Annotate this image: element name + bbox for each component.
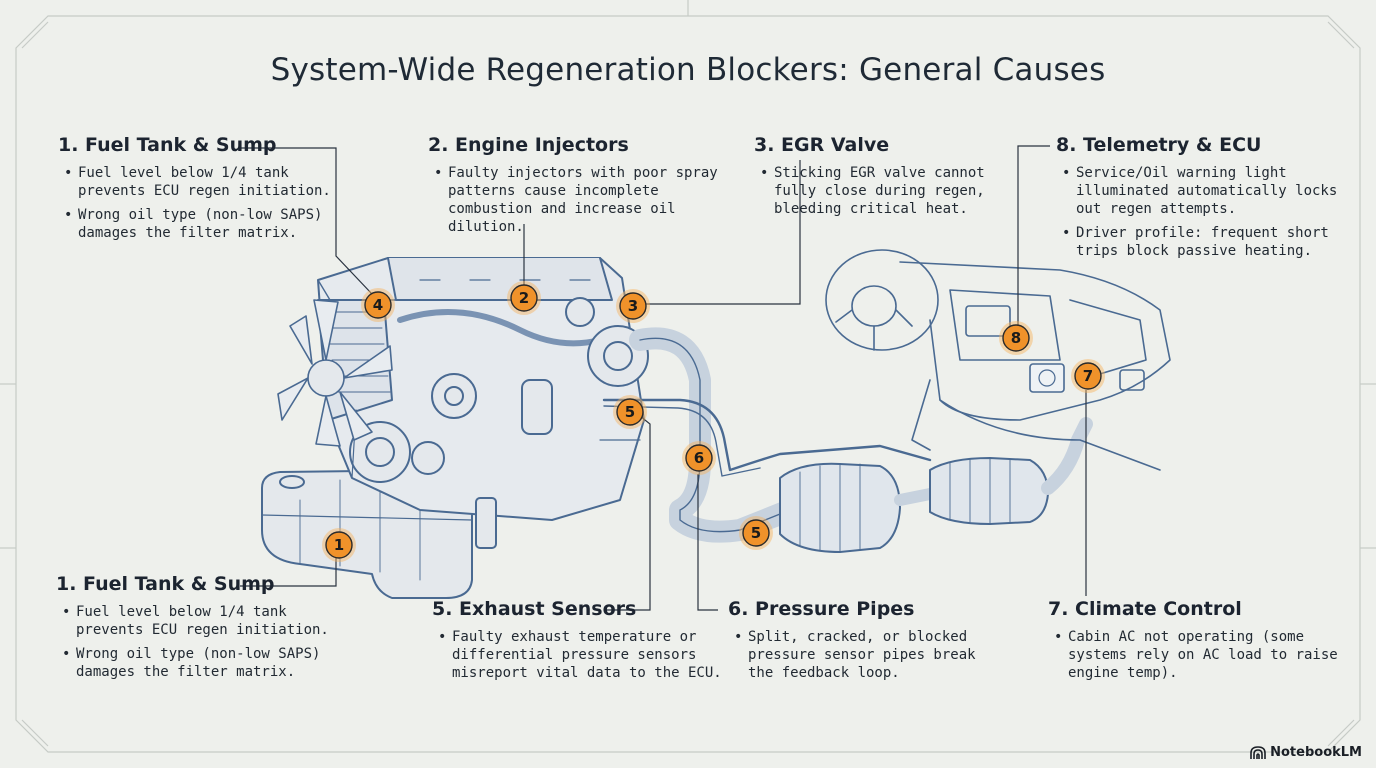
- callout-heading: 6. Pressure Pipes: [728, 598, 915, 620]
- svg-text:4: 4: [373, 296, 383, 314]
- leader-line-8: [1017, 145, 1050, 330]
- brand-name: NotebookLM: [1270, 745, 1362, 760]
- svg-text:3: 3: [628, 297, 638, 315]
- svg-text:7: 7: [1083, 367, 1093, 385]
- cabin-dashboard-drawing: [825, 249, 1171, 471]
- callout-pressure-pipes: 6. Pressure Pipes Split, cracked, or blo…: [728, 598, 1008, 688]
- marker-5-sensor: 5: [613, 395, 647, 429]
- brand-watermark: NotebookLM: [1250, 745, 1362, 760]
- callout-bullet: Cabin AC not operating (some systems rel…: [1048, 628, 1338, 682]
- callout-bullet: Service/Oil warning light illuminated au…: [1056, 164, 1356, 218]
- marker-3: 3: [616, 289, 650, 323]
- marker-6: 6: [682, 441, 716, 475]
- svg-text:6: 6: [694, 449, 704, 467]
- callout-engine-injectors: 2. Engine Injectors Faulty injectors wit…: [428, 134, 748, 242]
- callout-heading: 1. Fuel Tank & Sump: [58, 134, 277, 156]
- svg-text:5: 5: [625, 403, 635, 421]
- marker-7: 7: [1071, 359, 1105, 393]
- callout-bullet: Faulty exhaust temperature or differenti…: [432, 628, 732, 682]
- callout-fuel-tank-sump-top: 1. Fuel Tank & Sump Fuel level below 1/4…: [58, 134, 348, 248]
- callout-bullet: Fuel level below 1/4 tank prevents ECU r…: [56, 603, 346, 639]
- callout-exhaust-sensors: 5. Exhaust Sensors Faulty exhaust temper…: [432, 598, 732, 688]
- callout-bullet: Sticking EGR valve cannot fully close du…: [754, 164, 994, 218]
- callout-telemetry-ecu: 8. Telemetry & ECU Service/Oil warning l…: [1056, 134, 1356, 266]
- callout-heading: 8. Telemetry & ECU: [1056, 134, 1262, 156]
- callout-bullet: Wrong oil type (non-low SAPS) damages th…: [58, 206, 348, 242]
- svg-text:2: 2: [519, 289, 529, 307]
- leader-line-5: [604, 415, 651, 611]
- marker-2: 2: [507, 281, 541, 315]
- callout-bullet: Split, cracked, or blocked pressure sens…: [728, 628, 1008, 682]
- callout-bullet: Faulty injectors with poor spray pattern…: [428, 164, 748, 236]
- marker-8: 8: [999, 321, 1033, 355]
- callout-bullet: Fuel level below 1/4 tank prevents ECU r…: [58, 164, 348, 200]
- callout-heading: 1. Fuel Tank & Sump: [56, 573, 275, 595]
- callout-bullet: Wrong oil type (non-low SAPS) damages th…: [56, 645, 346, 681]
- leader-line-1-bottom: [240, 556, 337, 587]
- callout-bullet: Driver profile: frequent short trips blo…: [1056, 224, 1356, 260]
- marker-5-pipe: 5: [739, 516, 773, 550]
- callout-heading: 5. Exhaust Sensors: [432, 598, 637, 620]
- callout-heading: 3. EGR Valve: [754, 134, 890, 156]
- callout-heading: 7. Climate Control: [1048, 598, 1242, 620]
- marker-1: 1: [322, 528, 356, 562]
- pressure-pipe-drawing: [602, 398, 932, 472]
- callout-egr-valve: 3. EGR Valve Sticking EGR valve cannot f…: [754, 134, 994, 224]
- svg-text:1: 1: [334, 536, 344, 554]
- callout-fuel-tank-sump-bottom: 1. Fuel Tank & Sump Fuel level below 1/4…: [56, 573, 346, 687]
- leader-line-1-top: [238, 147, 373, 295]
- callout-climate-control: 7. Climate Control Cabin AC not operatin…: [1048, 598, 1338, 688]
- exhaust-downpipe-drawing: [629, 327, 801, 543]
- callout-heading: 2. Engine Injectors: [428, 134, 629, 156]
- svg-text:5: 5: [751, 524, 761, 542]
- svg-text:8: 8: [1011, 329, 1021, 347]
- cooling-fan-drawing: [277, 299, 393, 447]
- particulate-filter-drawing: [779, 417, 1093, 553]
- page-title: System-Wide Regeneration Blockers: Gener…: [270, 52, 1106, 88]
- leader-line-6: [697, 474, 718, 611]
- callout-markers: 4 2 3 8 7 5 6 5 1: [322, 281, 1105, 562]
- marker-4: 4: [361, 288, 395, 322]
- notebooklm-logo-icon: [1250, 745, 1266, 759]
